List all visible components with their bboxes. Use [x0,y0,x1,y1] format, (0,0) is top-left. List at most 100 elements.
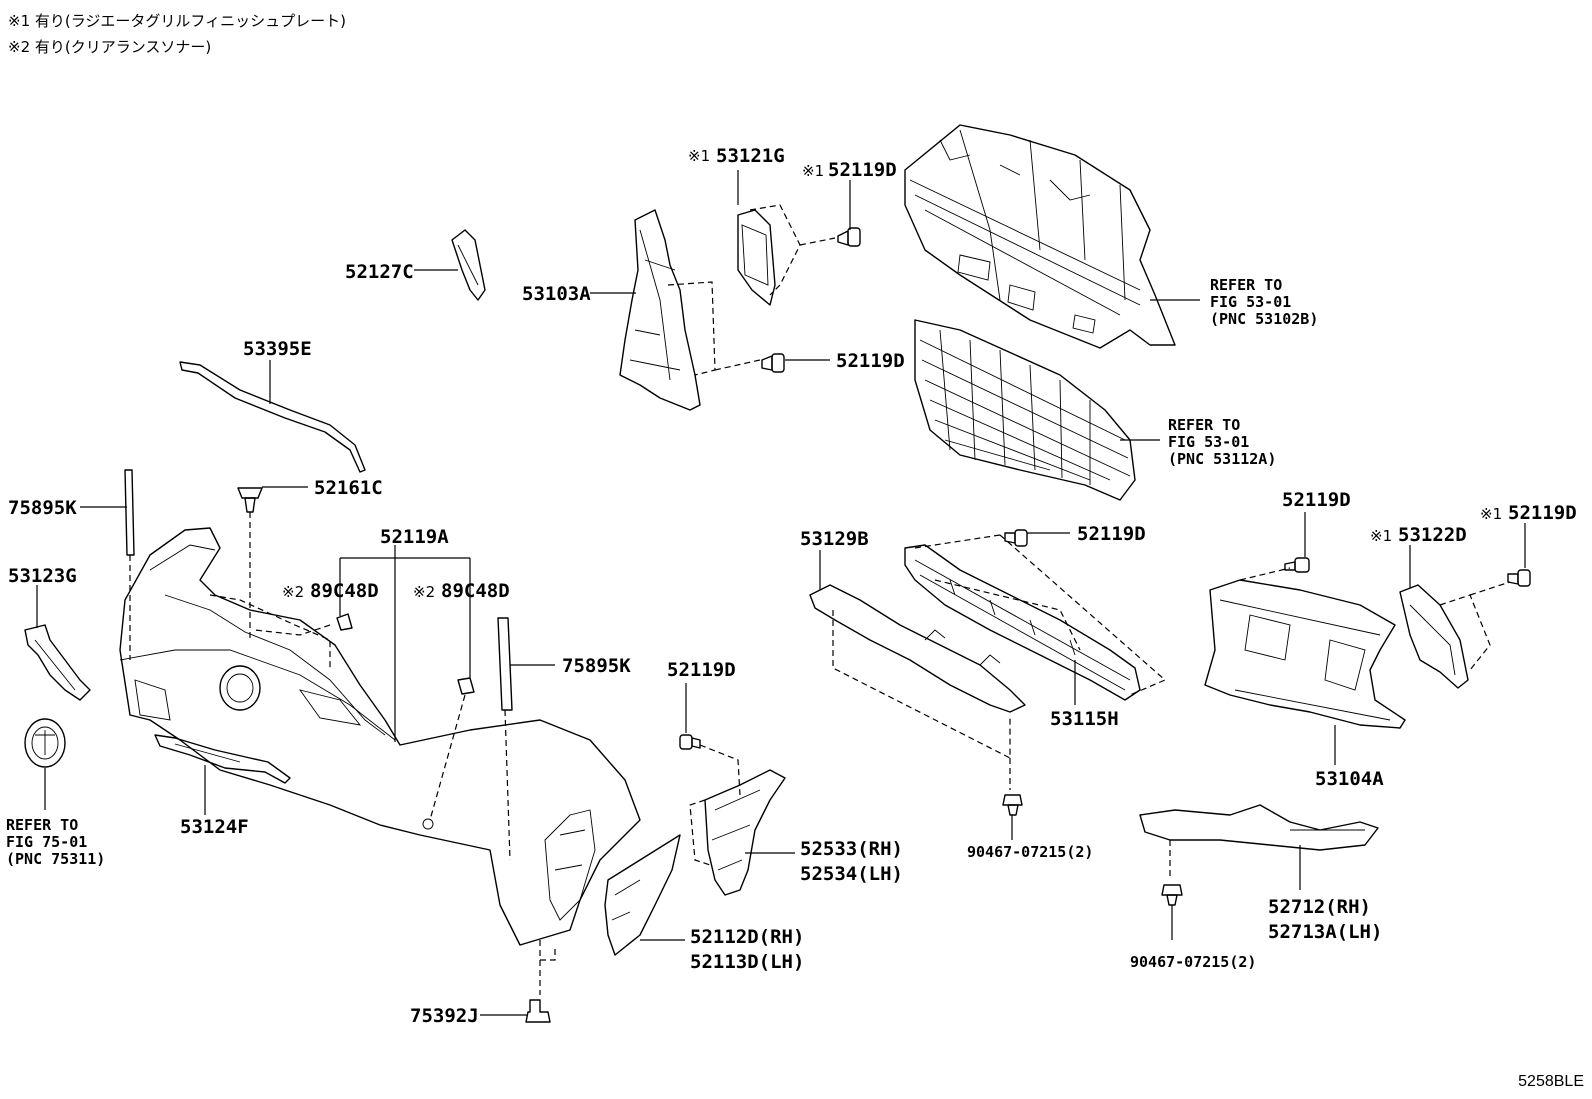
lower-cover-52712-part [1139,804,1379,851]
label-52534: 52534(LH) [800,863,903,885]
label-53123G: 53123G [8,565,77,587]
dash-53104A [1239,567,1291,581]
mark-52119D-right3: ※1 [1480,505,1502,523]
dash-89C48D-right [429,694,466,821]
bolt-52119D-top [837,227,861,247]
sensor-hole [422,818,434,830]
ref3-line3: (PNC 75311) [6,850,105,868]
refer-block-3: REFER TO FIG 75-01 (PNC 75311) [6,816,105,868]
dash-53115H [914,534,1167,696]
label-89C48D-left: 89C48D [310,580,379,602]
dash-52119D-mid [714,359,761,371]
finish-plate-upper-part [737,209,776,306]
molding-53124F-part [154,734,291,784]
label-52119D-right3: 52119D [1508,502,1577,524]
mark-89C48D-right: ※2 [413,583,435,601]
label-52119D-top: 52119D [828,159,897,181]
dash-52119D-center [699,744,741,796]
radiator-support-part [904,124,1176,349]
label-52712: 52712(RH) [1268,896,1371,918]
dash-52119D-right3 [1469,581,1511,596]
bolt-52119D-right2 [1284,557,1310,573]
molding-53395E-part [179,361,366,473]
footnote-1: ※1 有り(ラジエータグリルフィニッシュプレート) [8,12,346,30]
label-52533: 52533(RH) [800,838,903,860]
label-53124F: 53124F [180,816,249,838]
grille-mesh-part [914,319,1136,501]
label-75392J: 75392J [410,1005,479,1027]
dash-75895K-right [504,709,511,861]
label-53104A: 53104A [1315,768,1384,790]
label-53395E: 53395E [243,338,312,360]
diagram-code: 5258BLE [1518,1073,1584,1090]
label-52112D: 52112D(RH) [690,926,804,948]
label-52119D-center: 52119D [667,659,736,681]
sensor-bracket-89C48D-right [457,677,475,695]
fog-lamp-housing-53104A-part [1204,579,1406,729]
dash-75392J [539,940,556,995]
label-90467-a: 90467-07215(2) [967,843,1093,861]
label-52119A: 52119A [380,526,449,548]
mark-89C48D-left: ※2 [282,583,304,601]
footnotes: ※1 有り(ラジエータグリルフィニッシュプレート) ※2 有り(クリアランスソナ… [8,8,346,60]
label-53121G: 53121G [716,145,785,167]
bumper-cover-part [119,527,641,946]
bolt-52119D-right1 [1004,529,1028,547]
footnote-2: ※2 有り(クリアランスソナー) [8,38,212,56]
clip-90467-b-part [1161,884,1183,906]
dash-52533 [689,799,711,866]
refer-block-1: REFER TO FIG 53-01 (PNC 53102B) [1210,276,1318,328]
ref1-line1: REFER TO [1210,276,1282,294]
mud-guard-52112D-part [604,834,681,956]
bracket-52127C-part [451,229,486,301]
ref1-line3: (PNC 53102B) [1210,310,1318,328]
leader-52119A [339,545,471,742]
bracket-52533-part [704,769,786,896]
label-52713A: 52713A(LH) [1268,921,1382,943]
label-53115H: 53115H [1050,708,1119,730]
label-75895K-left: 75895K [8,497,77,519]
label-52119D-right1: 52119D [1077,523,1146,545]
bolt-52119D-center [679,734,701,750]
label-75895K-right: 75895K [562,655,631,677]
ref3-line2: FIG 75-01 [6,833,87,851]
label-52113D: 52113D(LH) [690,951,804,973]
bolt-52119D-right3 [1507,569,1531,587]
finish-plate-lower-part [1399,584,1469,689]
emblem-part [24,718,66,768]
clip-75392J-part [525,999,551,1023]
label-90467-b: 90467-07215(2) [1130,953,1256,971]
clip-90467-a-part [1002,794,1023,816]
strip-75895K-left [124,469,135,556]
label-52127C: 52127C [345,261,414,283]
dash-52119D-top [799,237,836,246]
bracket-53103A-part [619,209,701,411]
mark-52119D-top: ※1 [802,162,824,180]
mark-53122D: ※1 [1370,527,1392,545]
label-52119D-right2: 52119D [1282,489,1351,511]
ref3-line1: REFER TO [6,816,78,834]
dash-53129B [832,610,1011,759]
garnish-53129B-part [809,584,1026,713]
bolt-52119D-mid [761,353,785,373]
label-53122D: 53122D [1398,524,1467,546]
mark-53121G: ※1 [688,147,710,165]
dash-53122D [1439,594,1491,671]
label-52161C: 52161C [314,477,383,499]
dash-bumper-clip [254,624,331,636]
label-53129B: 53129B [800,528,869,550]
ref1-line2: FIG 53-01 [1210,293,1291,311]
sensor-bracket-89C48D-left [336,613,353,631]
dash-53103A [667,281,716,376]
label-89C48D-right: 89C48D [441,580,510,602]
refer-block-2: REFER TO FIG 53-01 (PNC 53112A) [1168,416,1276,468]
strip-75895K-right [497,617,513,711]
ref2-line2: FIG 53-01 [1168,433,1249,451]
bracket-53123G-part [24,624,91,701]
label-52119D-mid: 52119D [836,350,905,372]
ref2-line1: REFER TO [1168,416,1240,434]
dash-bumper-top [209,594,331,670]
ref2-line3: (PNC 53112A) [1168,450,1276,468]
reinforcement-53115H-part [904,544,1141,701]
